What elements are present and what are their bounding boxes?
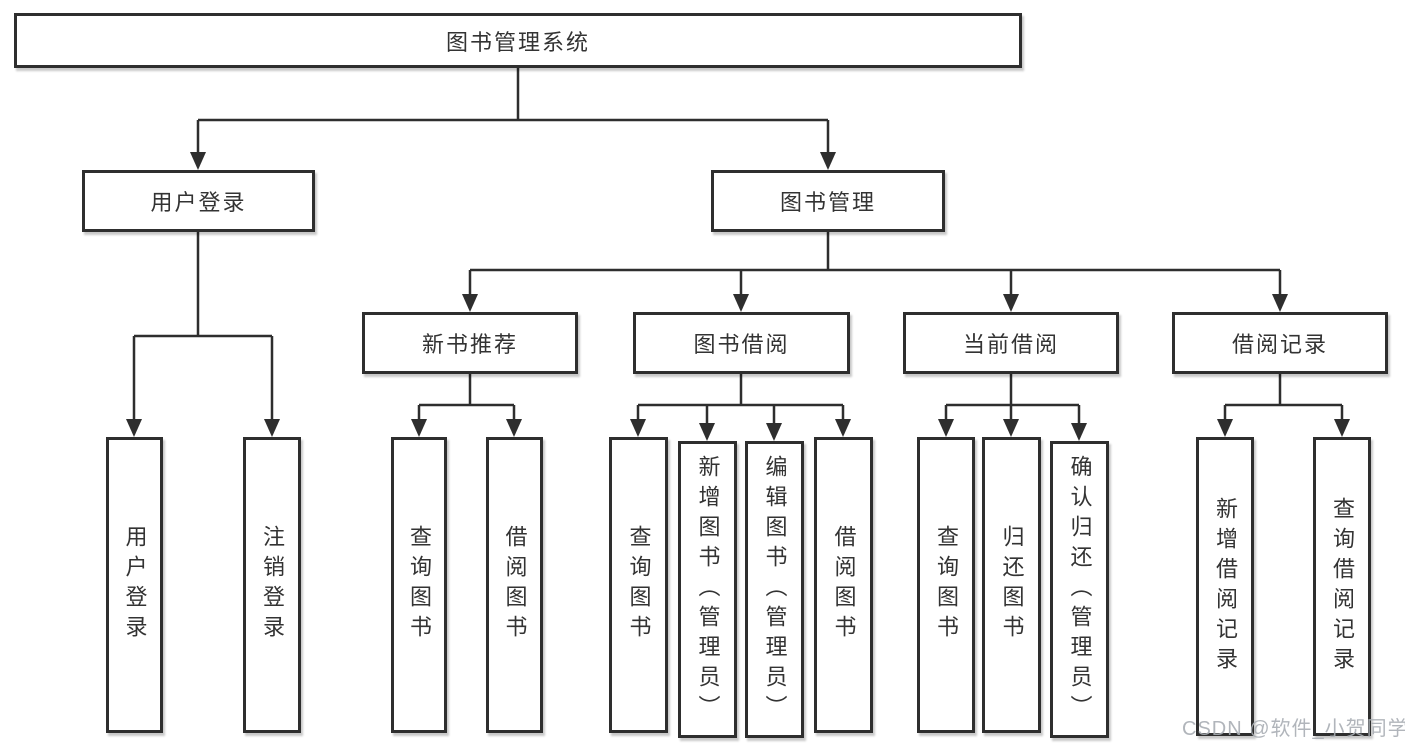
leaf-bb-query-books-label: 查询图书	[626, 525, 652, 645]
leaf-user-login: 用户登录	[106, 437, 163, 733]
leaf-br-add-record-label: 新增借阅记录	[1213, 496, 1238, 677]
node-borrow-records: 借阅记录	[1172, 312, 1388, 374]
leaf-bb-add-books-admin-label: 新增图书（管理员）	[695, 454, 721, 725]
node-borrow-records-label: 借阅记录	[1231, 332, 1328, 357]
node-current-borrow: 当前借阅	[903, 312, 1119, 374]
node-user-login: 用户登录	[82, 170, 315, 232]
node-root-label: 图书管理系统	[445, 29, 590, 55]
leaf-cb-confirm-return-admin: 确认归还（管理员）	[1050, 441, 1109, 738]
node-book-borrow: 图书借阅	[633, 312, 850, 374]
leaf-br-query-record: 查询借阅记录	[1313, 437, 1371, 736]
node-user-login-label: 用户登录	[150, 190, 247, 215]
node-current-borrow-label: 当前借阅	[962, 332, 1059, 357]
leaf-logout: 注销登录	[243, 437, 301, 733]
leaf-user-login-label: 用户登录	[122, 525, 148, 645]
leaf-cb-confirm-return-admin-label: 确认归还（管理员）	[1067, 454, 1093, 725]
leaf-cb-query-books-label: 查询图书	[934, 525, 959, 645]
leaf-nb-borrow-books: 借阅图书	[486, 437, 543, 733]
node-root: 图书管理系统	[14, 13, 1022, 68]
node-new-book-recommend-label: 新书推荐	[421, 332, 518, 357]
leaf-bb-edit-books-admin-label: 编辑图书（管理员）	[762, 454, 788, 725]
leaf-nb-query-books: 查询图书	[391, 437, 447, 733]
leaf-nb-query-books-label: 查询图书	[407, 525, 432, 645]
leaf-bb-add-books-admin: 新增图书（管理员）	[678, 441, 737, 738]
leaf-bb-edit-books-admin: 编辑图书（管理员）	[745, 441, 804, 738]
leaf-logout-label: 注销登录	[260, 525, 285, 645]
leaf-br-add-record: 新增借阅记录	[1196, 437, 1254, 736]
node-book-management-label: 图书管理	[779, 190, 876, 215]
node-new-book-recommend: 新书推荐	[362, 312, 578, 374]
leaf-cb-query-books: 查询图书	[917, 437, 975, 733]
leaf-nb-borrow-books-label: 借阅图书	[502, 525, 528, 645]
leaf-cb-return-books: 归还图书	[982, 437, 1041, 733]
leaf-bb-borrow-books-label: 借阅图书	[831, 525, 857, 645]
watermark: CSDN @软件_小贺同学	[1182, 718, 1405, 740]
node-book-borrow-label: 图书借阅	[693, 332, 790, 357]
node-book-management: 图书管理	[711, 170, 945, 232]
leaf-br-query-record-label: 查询借阅记录	[1330, 496, 1355, 677]
leaf-bb-query-books: 查询图书	[609, 437, 668, 733]
leaf-cb-return-books-label: 归还图书	[999, 525, 1025, 645]
leaf-bb-borrow-books: 借阅图书	[814, 437, 873, 733]
